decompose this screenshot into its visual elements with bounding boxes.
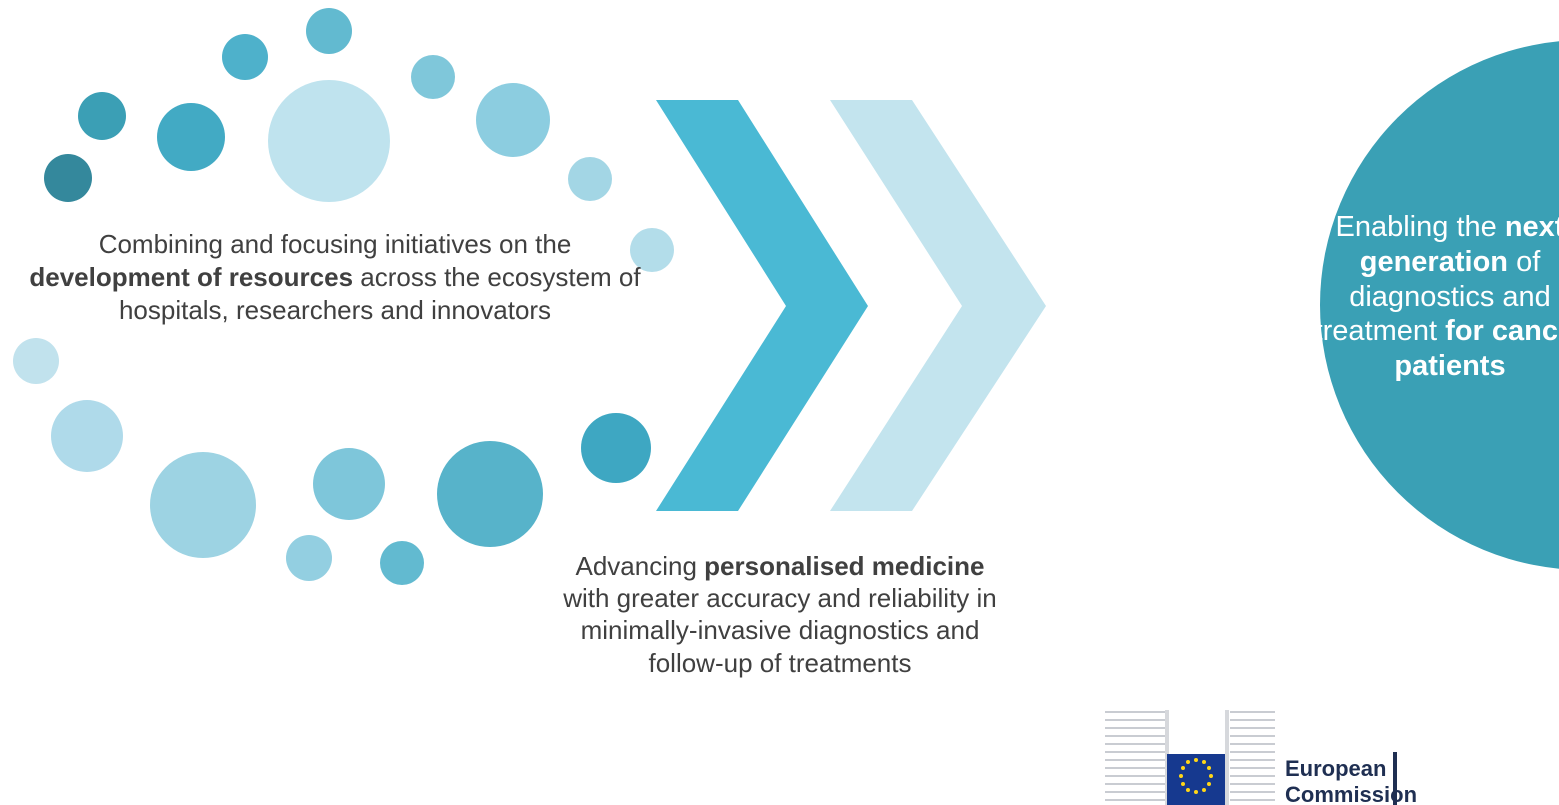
chevron-light-arrow [830,100,1046,511]
dot [51,400,123,472]
bottom-text-post: with greater accuracy and reliability in… [563,583,997,678]
bottom-text-pre: Advancing [575,551,697,581]
eu-stars [1179,758,1213,794]
bottom-text: Advancing personalised medicine with gre… [560,550,1000,679]
left-text-pre: Combining and focusing initiatives on th… [98,229,572,259]
bottom-text-bold: personalised medicine [704,551,985,581]
eu-flag [1167,754,1225,805]
goal-text-pre: Enabling the [1335,211,1497,243]
dot [44,154,92,202]
goal-text-bold-2: for cancer patients [1394,315,1559,383]
left-text-bold: development of resources [29,261,354,292]
dot [581,413,651,483]
european-commission-logo: European Commission [1105,700,1435,805]
dot [222,34,268,80]
dot [13,338,59,384]
ec-logo-line-1: European [1285,756,1387,781]
dot [568,157,612,201]
dot [150,452,256,558]
chevron-dark-arrow [656,100,868,511]
dot [78,92,126,140]
left-text: Combining and focusing initiatives on th… [20,228,650,326]
dot [313,448,385,520]
dot [286,535,332,581]
goal-text-mid: of diagnostics and treatment [1314,245,1551,348]
dot [411,55,455,99]
ec-logo-line-2: Commission [1285,782,1418,805]
dot [437,441,543,547]
dot [268,80,390,202]
dot [476,83,550,157]
dot [380,541,424,585]
ec-building-icon [1105,710,1397,805]
dot [306,8,352,54]
dot [157,103,225,171]
goal-text-bold-1: next generation [1359,211,1559,278]
dot [630,228,674,272]
goal-text: Enabling the next generation of diagnost… [1305,210,1559,384]
left-text-post: across the ecosystem of hospitals, resea… [118,261,641,325]
